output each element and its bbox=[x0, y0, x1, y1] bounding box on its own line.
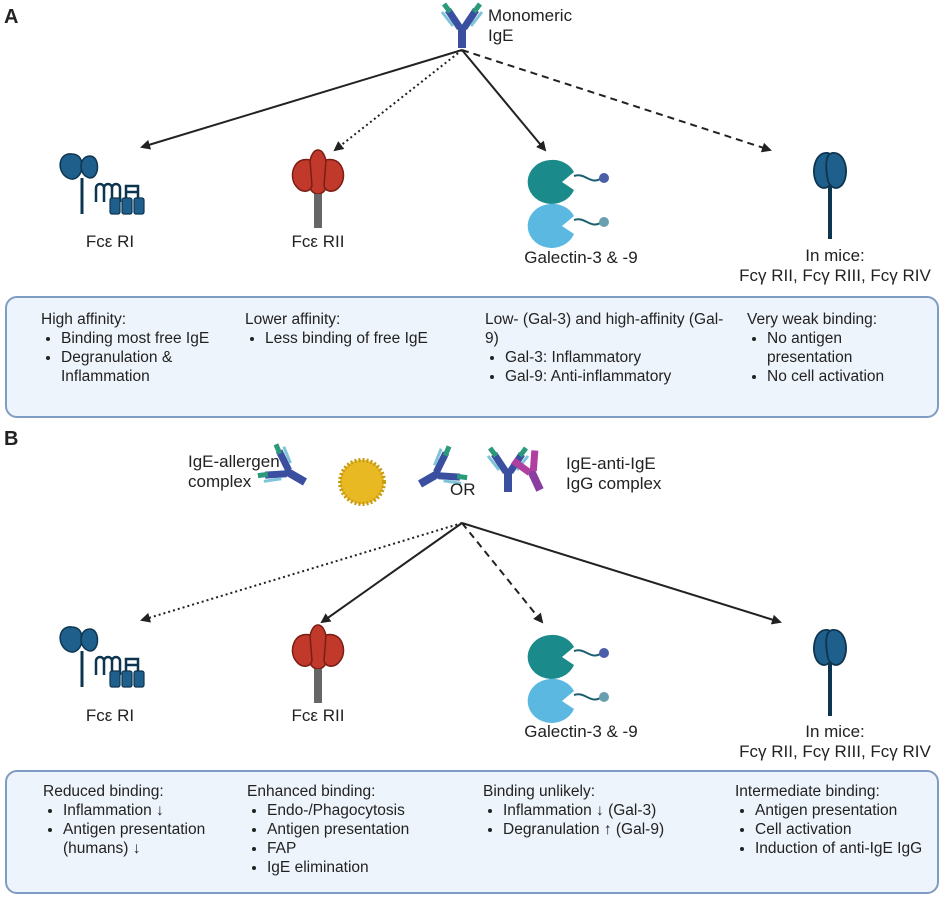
ige-allergen-label-line2: complex bbox=[188, 472, 252, 491]
fcer2-icon bbox=[291, 624, 345, 704]
arrow-b-fcer2 bbox=[320, 522, 463, 624]
monomeric-ige-icon bbox=[442, 4, 482, 48]
arrow-a-galectin bbox=[461, 49, 547, 152]
ige-allergen-complex-icon bbox=[257, 443, 468, 506]
panel-a-letter: A bbox=[4, 6, 19, 28]
panel-a-summary-box: High affinity: Binding most free IgE Deg… bbox=[5, 296, 939, 418]
summary-item: Binding most free IgE bbox=[61, 329, 221, 348]
summary-heading: High affinity: bbox=[41, 311, 127, 328]
summary-a-fcer2: Lower affinity: Less binding of free IgE bbox=[245, 310, 445, 348]
fcer1-icon bbox=[58, 625, 146, 689]
fcgr-label-a-line1: In mice: bbox=[805, 246, 865, 265]
summary-item: Degranulation & Inflammation bbox=[61, 348, 221, 386]
fcgr-label-b-line2: Fcγ RII, Fcγ RIII, Fcγ RIV bbox=[739, 742, 931, 761]
summary-item: Inflammation ↓ bbox=[63, 801, 223, 820]
fcgr-label-b-line1: In mice: bbox=[805, 722, 865, 741]
summary-b-fcer1: Reduced binding: Inflammation ↓ Antigen … bbox=[43, 782, 223, 858]
summary-item: IgE elimination bbox=[267, 858, 457, 877]
summary-item: Gal-9: Anti-inflammatory bbox=[505, 367, 735, 386]
summary-a-fcer1: High affinity: Binding most free IgE Deg… bbox=[41, 310, 221, 386]
panel-b-arrows bbox=[140, 522, 782, 625]
summary-item: Degranulation ↑ (Gal-9) bbox=[503, 820, 673, 839]
ige-anti-ige-complex-icon bbox=[488, 448, 544, 495]
panel-a-arrows bbox=[140, 49, 772, 153]
arrow-b-fcer1 bbox=[140, 522, 463, 623]
summary-heading: Very weak binding: bbox=[747, 311, 878, 328]
summary-b-fcer2: Enhanced binding: Endo-/Phagocytosis Ant… bbox=[247, 782, 457, 877]
fcer1-label-b: Fcε RI bbox=[85, 706, 135, 725]
summary-heading: Binding unlikely: bbox=[483, 783, 596, 800]
summary-item: FAP bbox=[267, 839, 457, 858]
fcer2-icon bbox=[291, 149, 345, 229]
summary-heading: Low- (Gal-3) and high-affinity (Gal-9) bbox=[485, 311, 724, 347]
summary-item: Antigen presentation bbox=[755, 801, 925, 820]
arrow-b-fcgr bbox=[461, 522, 782, 625]
summary-item: Inflammation ↓ (Gal-3) bbox=[503, 801, 673, 820]
summary-item: Endo-/Phagocytosis bbox=[267, 801, 457, 820]
fcer1-icon bbox=[58, 152, 146, 216]
fcgr-label-a-line2: Fcγ RII, Fcγ RIII, Fcγ RIV bbox=[739, 266, 931, 285]
summary-item: Induction of anti-IgE IgG bbox=[755, 839, 925, 858]
summary-item: Cell activation bbox=[755, 820, 925, 839]
summary-heading: Enhanced binding: bbox=[247, 783, 376, 800]
summary-heading: Lower affinity: bbox=[245, 311, 341, 328]
summary-heading: Intermediate binding: bbox=[735, 783, 880, 800]
arrow-a-fcer2 bbox=[333, 49, 463, 152]
fcgr-label-a: In mice: Fcγ RII, Fcγ RIII, Fcγ RIV bbox=[730, 246, 940, 286]
galectin-label-b: Galectin-3 & -9 bbox=[524, 722, 638, 741]
monomeric-ige-label-line2: IgE bbox=[488, 26, 514, 45]
monomeric-ige-label: Monomeric IgE bbox=[488, 6, 572, 46]
summary-a-fcgr: Very weak binding: No antigen presentati… bbox=[747, 310, 917, 386]
summary-item: Antigen presentation bbox=[267, 820, 457, 839]
summary-a-galectin: Low- (Gal-3) and high-affinity (Gal-9) G… bbox=[485, 310, 735, 386]
summary-item: No antigen presentation bbox=[767, 329, 917, 367]
fcgr-label-b: In mice: Fcγ RII, Fcγ RIII, Fcγ RIV bbox=[730, 722, 940, 762]
fcgr-icon bbox=[811, 627, 849, 718]
arrow-b-galectin bbox=[461, 522, 544, 624]
ige-anti-ige-label: IgE-anti-IgE IgG complex bbox=[566, 454, 661, 494]
summary-item: Less binding of free IgE bbox=[265, 329, 445, 348]
ige-allergen-label: IgE-allergen complex bbox=[188, 452, 280, 492]
summary-b-galectin: Binding unlikely: Inflammation ↓ (Gal-3)… bbox=[483, 782, 673, 839]
summary-heading: Reduced binding: bbox=[43, 783, 164, 800]
fcer2-label-b: Fcε RII bbox=[291, 706, 345, 725]
arrow-a-fcgr bbox=[461, 49, 772, 153]
panel-b-summary-box: Reduced binding: Inflammation ↓ Antigen … bbox=[5, 770, 939, 894]
summary-b-fcgr: Intermediate binding: Antigen presentati… bbox=[735, 782, 925, 858]
or-label: OR bbox=[450, 480, 476, 499]
monomeric-ige-label-line1: Monomeric bbox=[488, 6, 573, 25]
panel-b-letter: B bbox=[4, 428, 19, 450]
summary-item: No cell activation bbox=[767, 367, 917, 386]
fcer2-label-a: Fcε RII bbox=[291, 232, 345, 251]
galectin-icon bbox=[526, 633, 610, 724]
ige-anti-ige-label-line1: IgE-anti-IgE bbox=[566, 454, 656, 473]
summary-item: Gal-3: Inflammatory bbox=[505, 348, 735, 367]
galectin-icon bbox=[526, 158, 610, 249]
galectin-label-a: Galectin-3 & -9 bbox=[524, 248, 638, 267]
fcgr-icon bbox=[811, 150, 849, 241]
fcer1-label-a: Fcε RI bbox=[85, 232, 135, 251]
arrow-a-fcer1 bbox=[140, 49, 463, 150]
ige-allergen-label-line1: IgE-allergen bbox=[188, 452, 280, 471]
summary-item: Antigen presentation (humans) ↓ bbox=[63, 820, 223, 858]
ige-anti-ige-label-line2: IgG complex bbox=[566, 474, 662, 493]
